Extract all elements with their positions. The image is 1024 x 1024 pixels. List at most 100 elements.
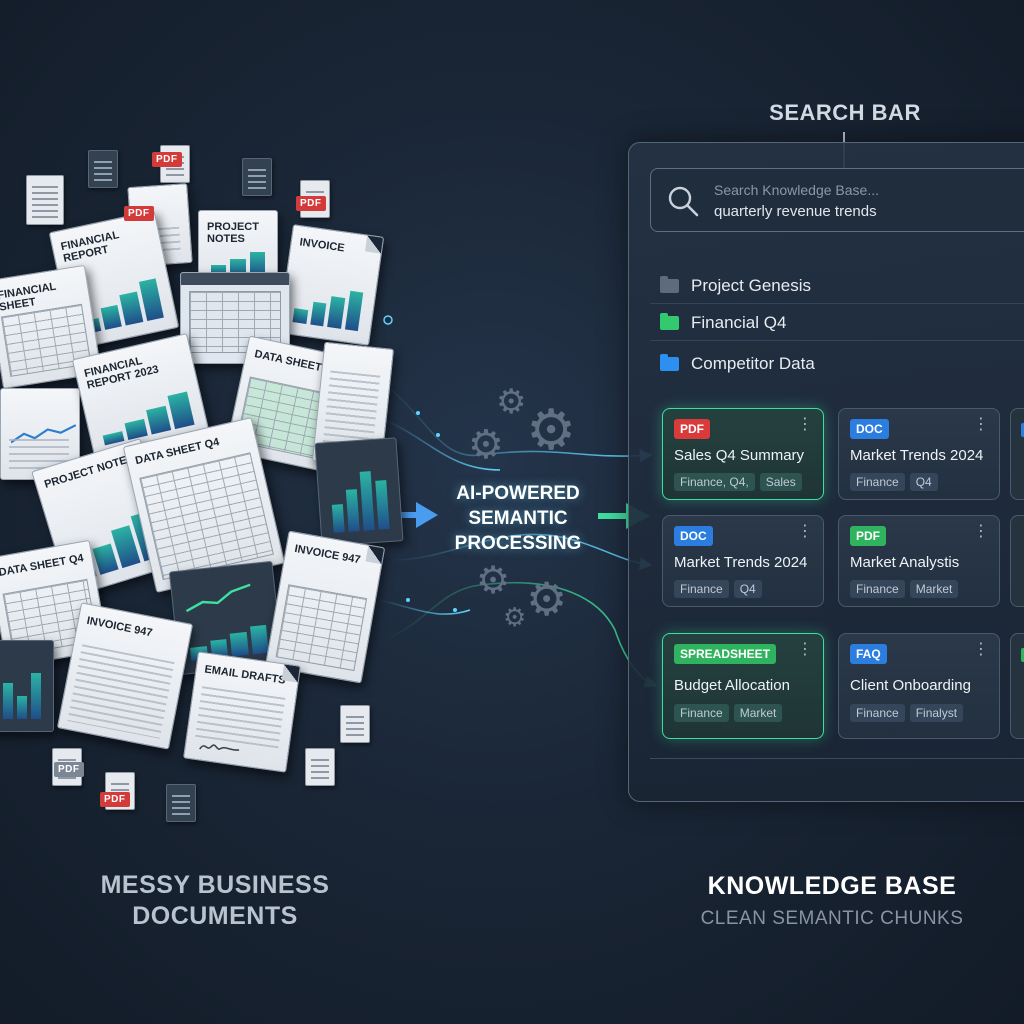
- document-title: FINANCIAL REPORT: [59, 229, 121, 265]
- pdf-badge: PDF: [100, 792, 130, 807]
- gear-icon: ⚙: [468, 423, 504, 467]
- chunk-card[interactable]: DOC ⋮ Market Trends 2024 Finance Q4: [838, 408, 1000, 500]
- document: [168, 560, 284, 676]
- type-badge: FAQ: [850, 644, 887, 664]
- text-lines: [67, 644, 175, 739]
- line-graphic: [185, 583, 251, 613]
- tag[interactable]: Finance: [850, 473, 905, 491]
- pdf-badge: PDF: [54, 762, 84, 777]
- search-bar-caption: SEARCH BAR: [769, 100, 921, 125]
- more-options-icon[interactable]: ⋮: [797, 523, 813, 540]
- file-icon: [26, 175, 64, 225]
- tag[interactable]: Q4: [733, 580, 762, 598]
- search-icon[interactable]: [665, 183, 701, 219]
- folder-item-project-genesis[interactable]: Project Genesis: [650, 268, 1024, 304]
- search-value[interactable]: quarterly revenue trends: [714, 203, 877, 220]
- document: EMAIL DRAFTS: [182, 651, 302, 773]
- tag[interactable]: Sales: [759, 473, 802, 491]
- folder-label: Project Genesis: [691, 275, 811, 295]
- flow-line: [384, 419, 501, 471]
- bar-graphic: [329, 460, 390, 533]
- search-input[interactable]: [650, 168, 1024, 232]
- document-title: INVOICE: [298, 236, 346, 255]
- chunk-card-partial[interactable]: [1010, 633, 1024, 739]
- card-title: Budget Allocation: [674, 677, 790, 694]
- gear-icon: ⚙: [526, 573, 568, 625]
- flow-dot: [416, 411, 420, 415]
- document: [0, 640, 54, 732]
- card-title: Sales Q4 Summary: [674, 447, 805, 464]
- chunk-card[interactable]: PDF ⋮ Sales Q4 Summary Finance, Q4, Sale…: [662, 408, 824, 500]
- more-options-icon[interactable]: ⋮: [797, 416, 813, 433]
- processing-label: AI-POWERED SEMANTIC PROCESSING: [432, 481, 604, 556]
- left-caption-line1: MESSY BUSINESS: [100, 871, 330, 899]
- type-badge: SPREADSHEET: [674, 644, 777, 664]
- chunk-card-partial[interactable]: [1010, 408, 1024, 500]
- file-icon: [166, 784, 196, 822]
- more-options-icon[interactable]: ⋮: [973, 523, 989, 540]
- more-options-icon[interactable]: ⋮: [973, 641, 989, 658]
- pdf-badge: PDF: [152, 152, 182, 167]
- tag[interactable]: Finance: [850, 704, 905, 722]
- folder-item-financial-q4[interactable]: Financial Q4: [650, 305, 1024, 341]
- tag-list: Finance Q4: [674, 580, 762, 598]
- more-options-icon[interactable]: ⋮: [797, 641, 813, 658]
- tag-list: Finance Finalyst: [850, 704, 964, 722]
- card-title: Market Analystis: [850, 554, 960, 571]
- table-graphic: [275, 583, 368, 672]
- chunk-card[interactable]: DOC ⋮ Market Trends 2024 Finance Q4: [662, 515, 824, 607]
- tag[interactable]: Finance: [674, 704, 729, 722]
- chunk-card[interactable]: SPREADSHEET ⋮ Budget Allocation Finance …: [662, 633, 824, 739]
- bar-graphic: [292, 281, 364, 332]
- document-title: DATA SHEET Q4: [0, 552, 85, 579]
- left-caption-line2: DOCUMENTS: [132, 902, 298, 930]
- flow-line: [389, 533, 653, 571]
- flow-dot: [453, 608, 457, 612]
- tag-list: Finance Market: [850, 580, 959, 598]
- tag-list: Finance, Q4, Sales: [674, 473, 802, 491]
- folder-item-competitor-data[interactable]: Competitor Data: [650, 346, 1024, 382]
- tag[interactable]: Market: [733, 704, 783, 722]
- tag[interactable]: Q4: [909, 473, 938, 491]
- type-badge: PDF: [850, 526, 886, 546]
- flow-line: [384, 581, 658, 688]
- tag[interactable]: Market: [909, 580, 959, 598]
- document-title: INVOICE 947: [85, 614, 154, 640]
- gear-icon: ⚙: [476, 560, 511, 602]
- flow-dot: [406, 598, 410, 602]
- table-graphic: [139, 451, 274, 581]
- document-title: FINANCIAL REPORT 2023: [83, 355, 160, 392]
- processing-line2: SEMANTIC: [468, 508, 568, 529]
- gear-icon: ⚙: [503, 602, 527, 632]
- document-title: PROJECT NOTES: [207, 221, 259, 245]
- flow-arrow-left-head: [416, 502, 438, 528]
- type-badge: DOC: [850, 419, 889, 439]
- tag-list: Finance Market: [674, 704, 783, 722]
- card-title: Market Trends 2024: [674, 554, 808, 571]
- processing-line3: PROCESSING: [454, 533, 582, 554]
- chunk-card-partial[interactable]: [1010, 515, 1024, 607]
- document: [314, 437, 404, 547]
- signature-icon: [199, 744, 240, 751]
- folder-icon: [660, 275, 679, 293]
- card-title: Client Onboarding: [850, 677, 971, 694]
- type-badge: PDF: [674, 419, 710, 439]
- more-options-icon[interactable]: ⋮: [973, 416, 989, 433]
- tag[interactable]: Finance: [674, 580, 729, 598]
- chunk-card[interactable]: FAQ ⋮ Client Onboarding Finance Finalyst: [838, 633, 1000, 739]
- gear-icon: ⚙: [496, 383, 527, 421]
- chunk-card[interactable]: PDF ⋮ Market Analystis Finance Market: [838, 515, 1000, 607]
- file-icon: [242, 158, 272, 196]
- tag[interactable]: Finance: [850, 580, 905, 598]
- flow-line: [379, 599, 471, 615]
- tag-list: Finance Q4: [850, 473, 938, 491]
- line-graphic: [11, 424, 76, 444]
- tag[interactable]: Finalyst: [909, 704, 964, 722]
- folder-icon: [660, 312, 679, 330]
- processing-line1: AI-POWERED: [456, 483, 580, 504]
- left-caption: MESSY BUSINESS DOCUMENTS: [70, 870, 360, 932]
- knowledge-base-title: KNOWLEDGE BASE: [707, 872, 957, 900]
- divider: [650, 758, 1024, 759]
- flow-dot: [383, 315, 393, 325]
- tag[interactable]: Finance, Q4,: [674, 473, 755, 491]
